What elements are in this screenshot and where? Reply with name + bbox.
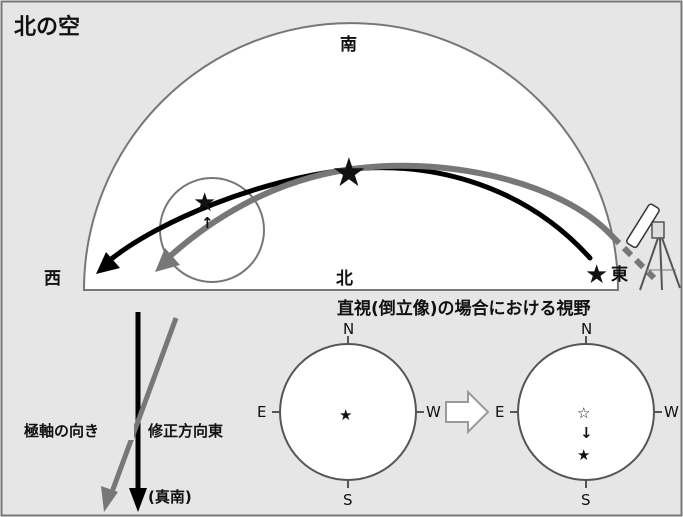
compass-e-label: E [257, 403, 266, 421]
diagram-title: 北の空 [14, 14, 80, 40]
compass-n-label-2: N [581, 320, 592, 338]
compass-s-label-2: S [581, 491, 591, 509]
fov-current-star-icon: ★ [577, 446, 590, 464]
correction-direction-label: 修正方向東 [147, 422, 223, 440]
fov-up-arrow-icon: ↑ [201, 214, 214, 232]
dome-label-right: 東 [611, 264, 628, 285]
fov-center-star-icon: ★ [339, 406, 352, 424]
east-star-icon: ★ [585, 260, 608, 290]
fov-drift-arrow-icon: ↓ [580, 424, 593, 442]
zenith-star-icon: ★ [331, 150, 367, 196]
compass-n-label: N [343, 320, 354, 338]
pole-axis-label: 極軸の向き [23, 422, 99, 440]
dome-label-left: 西 [44, 269, 61, 289]
fov-previous-star-icon: ☆ [577, 404, 590, 422]
fov-caption: 直視(倒立像)の場合における視野 [337, 298, 591, 319]
compass-e-label-2: E [495, 403, 504, 421]
dome-label-top: 南 [340, 34, 357, 55]
true-south-label: (真南) [148, 488, 192, 506]
compass-w-label-2: W [664, 403, 679, 421]
compass-w-label: W [426, 403, 441, 421]
dome-label-bottom: 北 [336, 269, 353, 289]
compass-s-label: S [343, 491, 353, 509]
